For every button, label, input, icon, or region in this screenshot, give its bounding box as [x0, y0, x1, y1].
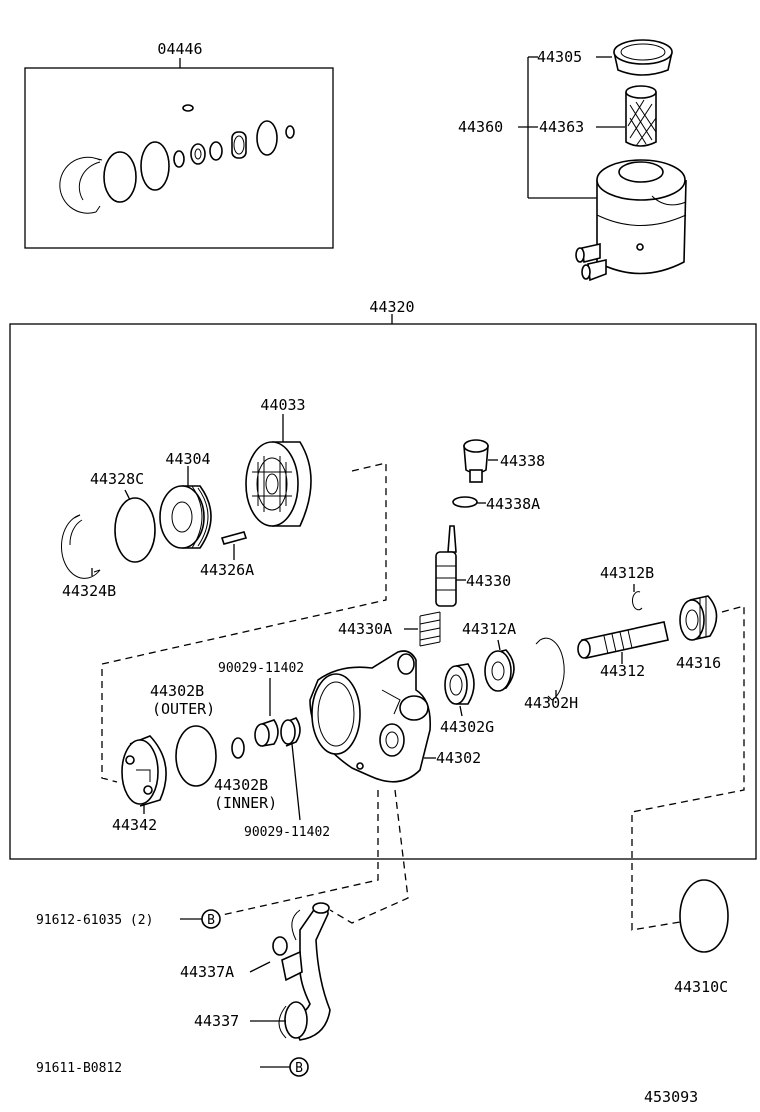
- housing-44302: 44302: [309, 650, 481, 783]
- label-housing: 44302: [436, 749, 481, 767]
- label-bolt-a: 90029-11402: [218, 661, 304, 676]
- pulley-nut-44316: 44316: [676, 595, 721, 672]
- label-snap-ring: 44324B: [62, 582, 116, 600]
- spring-44330A: 44330A: [338, 611, 441, 647]
- label-bearing: 44312A: [462, 620, 516, 638]
- snap-ring-44324B: 44324B: [60, 514, 116, 600]
- union-44338: 44338 44338A: [452, 439, 545, 513]
- cover-44342: 44342: [112, 735, 167, 834]
- label-shaft-ring: 44312B: [600, 564, 654, 582]
- reservoir-cap: [613, 39, 673, 76]
- label-strainer: 44363: [539, 118, 584, 136]
- ref-b-bottom: B: [295, 1061, 303, 1076]
- oring-44302B-inner: 44302B (INNER): [214, 737, 277, 812]
- diagram-number: 453093: [644, 1088, 698, 1106]
- label-cap: 44305: [537, 48, 582, 66]
- kit-box: [24, 67, 334, 249]
- label-pipe: 44337: [194, 1012, 239, 1030]
- bolt-91611: 91611-B0812 B: [36, 1057, 309, 1077]
- valve-44330: 44330: [435, 525, 511, 607]
- label-spring: 44330A: [338, 620, 392, 638]
- seal-44302G: 44302G: [440, 663, 494, 736]
- bolt-91612: 91612-61035 (2) B: [36, 909, 221, 929]
- label-gasket-pipe: 44337A: [180, 963, 234, 981]
- reservoir-tank: [575, 159, 687, 282]
- label-oring-outer-1: 44302B: [150, 682, 204, 700]
- label-cover: 44342: [112, 816, 157, 834]
- label-oring-c2: 44310C: [674, 978, 728, 996]
- label-union-gasket: 44338A: [486, 495, 540, 513]
- bearing-44312A: 44312A: [462, 620, 516, 692]
- ring-44312B: 44312B: [600, 564, 654, 611]
- dashed-guides: [101, 462, 745, 931]
- strainer: [625, 85, 657, 147]
- label-bolt-b: 90029-11402: [244, 825, 330, 840]
- seal-kit-group: 04446: [24, 40, 334, 249]
- label-pin: 44326A: [200, 561, 254, 579]
- label-ring-h: 44302H: [524, 694, 578, 712]
- shaft-44312: 44312: [577, 621, 669, 680]
- oring-44302B-outer: 44302B (OUTER): [150, 682, 217, 787]
- label-rotor: 44033: [260, 396, 305, 414]
- oring-44328C: 44328C: [90, 470, 156, 563]
- label-bolt-bottom: 91611-B0812: [36, 1061, 122, 1076]
- pin-44326A: 44326A: [200, 531, 254, 579]
- pipe-44337: 44337A 44337: [180, 902, 331, 1041]
- label-shaft: 44312: [600, 662, 645, 680]
- label-valve: 44330: [466, 572, 511, 590]
- kit-rings: [59, 104, 295, 214]
- label-oring-inner-2: (INNER): [214, 794, 277, 812]
- pump-assembly-box: [9, 323, 757, 860]
- label-reservoir: 44360: [458, 118, 503, 136]
- label-oring-inner-1: 44302B: [214, 776, 268, 794]
- label-plate: 44304: [165, 450, 210, 468]
- label-seal-g: 44302G: [440, 718, 494, 736]
- plate-44304: 44304: [159, 450, 212, 549]
- label-oring-outer-2: (OUTER): [152, 700, 215, 718]
- reservoir-group: 44305 44360 44363: [458, 39, 687, 282]
- label-oring-c: 44328C: [90, 470, 144, 488]
- oring-44310C: 44310C: [674, 879, 729, 996]
- rotor-set-44033: 44033: [245, 396, 312, 527]
- ring-44302H: 44302H: [524, 637, 578, 712]
- ref-b-circle-bottom: [289, 1057, 309, 1077]
- label-kit: 04446: [157, 40, 202, 58]
- ref-b-circle-top: [201, 909, 221, 929]
- label-pulley-nut: 44316: [676, 654, 721, 672]
- label-pump-assy: 44320: [369, 298, 414, 316]
- ref-b-top: B: [207, 913, 215, 928]
- label-bolt-top: 91612-61035 (2): [36, 913, 153, 928]
- bolt-group-a: 90029-11402 90029-11402: [218, 661, 330, 840]
- label-union: 44338: [500, 452, 545, 470]
